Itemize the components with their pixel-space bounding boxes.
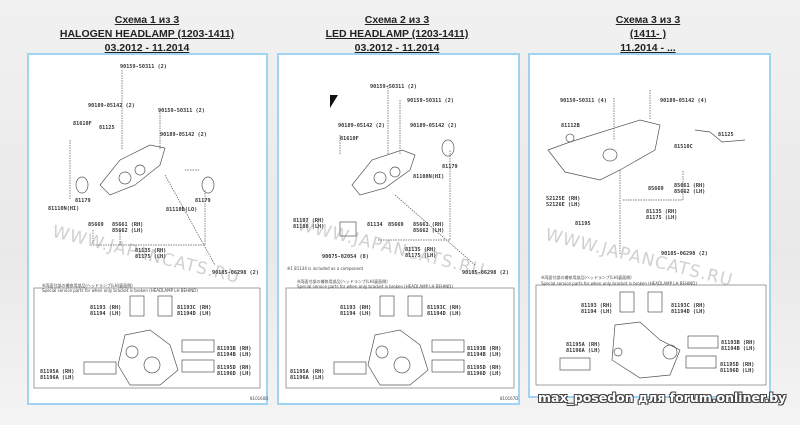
part-number-label: 81193 (RH) 81194 (LH)	[340, 305, 372, 317]
part-number-label: 81610F	[340, 136, 359, 142]
bracket-drawing-2	[367, 329, 429, 386]
part-number-label: 81107 (RH) 81108 (LH)	[293, 218, 325, 230]
credit-watermark: max_posedon для forum.onliner.by	[538, 390, 787, 405]
part-number-label: 85669	[388, 222, 404, 228]
part-number-label: 81125	[99, 125, 115, 131]
scheme-1-diagram[interactable]	[27, 53, 268, 405]
diagram-note: Special service parts for when only brac…	[297, 284, 453, 289]
part-number-label: 81193 (RH) 81194 (LH)	[90, 305, 122, 317]
part-number-label: 90159-50311 (2)	[158, 108, 205, 114]
headlamp-drawing-2	[351, 149, 416, 196]
part-number-label: 81195D (RH) 81196D (LH)	[467, 365, 502, 377]
scheme-2-heading[interactable]: Схема 2 из 3	[364, 14, 430, 26]
part-number-label: 90159-50311 (2)	[407, 98, 454, 104]
part-number-label: 85661 (RH) 85662 (LH)	[413, 222, 445, 234]
part-number-label: 81135 (RH) 81175 (LH)	[646, 209, 678, 221]
mouse-cursor-icon	[330, 95, 338, 108]
part-number-label: 81510C	[674, 144, 693, 150]
part-number-label: 81195A (RH) 81196A (LH)	[290, 369, 325, 381]
diagram-note: 810167D	[500, 396, 519, 401]
scheme-2-period[interactable]: 03.2012 - 11.2014	[354, 42, 440, 54]
part-number-label: 90159-50311 (2)	[120, 64, 167, 70]
headlamp-drawing-1	[99, 144, 166, 196]
scheme-2-diagram[interactable]	[277, 53, 520, 405]
scheme-2-title[interactable]: LED HEADLAMP (1203-1411)	[325, 28, 469, 40]
scheme-1-header[interactable]: Схема 1 из 3 HALOGEN HEADLAMP (1203-1411…	[27, 13, 267, 55]
part-number-label: 52125E (RH) 52126E (LH)	[546, 196, 581, 208]
part-number-label: 90189-05142 (2)	[338, 123, 385, 129]
bracket-drawing-1	[117, 329, 179, 386]
part-number-label: 81193C (RH) 81194D (LH)	[177, 305, 212, 317]
part-number-label: 81110D(LO)	[166, 207, 198, 213]
part-number-label: 81135 (RH) 81175 (LH)	[405, 247, 437, 259]
part-number-label: 81179	[442, 164, 458, 170]
diagram-note: 810160D	[250, 396, 269, 401]
part-number-label: 81110N(HI)	[48, 206, 80, 212]
part-number-label: 81193B (RH) 81194B (LH)	[467, 346, 502, 358]
scheme-1-title[interactable]: HALOGEN HEADLAMP (1203-1411)	[59, 28, 235, 40]
part-number-label: 81112B	[561, 123, 580, 129]
bracket-drawing-3	[611, 321, 681, 379]
part-number-label: 81195D (RH) 81196D (LH)	[217, 365, 252, 377]
diagram-note: ※両面付部の補修用部品(ヘッドランプ(LH)裏面側)	[42, 283, 133, 288]
diagram-note: Special service parts for when only brac…	[42, 288, 198, 293]
scheme-3-header[interactable]: Схема 3 из 3 (1411- ) 11.2014 - ...	[528, 13, 768, 55]
part-number-label: 90189-05142 (2)	[160, 132, 207, 138]
headlamp-drawing-3	[547, 119, 661, 181]
part-number-label: 81193C (RH) 81194D (LH)	[427, 305, 462, 317]
scheme-1-period[interactable]: 03.2012 - 11.2014	[104, 42, 190, 54]
part-number-label: 81193C (RH) 81194D (LH)	[671, 303, 706, 315]
part-number-label: 90159-50311 (2)	[370, 84, 417, 90]
diagram-note: ※両面付部の補修用部品(ヘッドランプ(LH)裏面側)	[541, 275, 632, 280]
scheme-2-header[interactable]: Схема 2 из 3 LED HEADLAMP (1203-1411) 03…	[277, 13, 517, 55]
part-number-label: 81179	[195, 198, 211, 204]
diagram-note: ※1 81134 is included as a component	[287, 266, 364, 271]
part-number-label: 90105-06298 (2)	[462, 270, 509, 276]
part-number-label: 81610F	[73, 121, 92, 127]
scheme-3-period[interactable]: 11.2014 - ...	[620, 42, 676, 54]
scheme-3-diagram[interactable]	[528, 53, 771, 398]
part-number-label: 85669	[88, 222, 104, 228]
part-number-label: 81195D (RH) 81196D (LH)	[720, 362, 755, 374]
part-number-label: 81195A (RH) 81196A (LH)	[40, 369, 75, 381]
part-number-label: 90075-02054 (8)	[322, 254, 369, 260]
part-number-label: 90159-50311 (4)	[560, 98, 607, 104]
scheme-3-title[interactable]: (1411- )	[629, 28, 667, 40]
part-number-label: 85669	[648, 186, 664, 192]
part-number-label: 81179	[75, 198, 91, 204]
part-number-label: 81193B (RH) 81194B (LH)	[217, 346, 252, 358]
part-number-label: 81195	[575, 221, 591, 227]
part-number-label: 85661 (RH) 85662 (LH)	[112, 222, 144, 234]
part-number-label: 81195A (RH) 81196A (LH)	[566, 342, 601, 354]
scheme-3-heading[interactable]: Схема 3 из 3	[615, 14, 681, 26]
part-number-label: 90189-05142 (2)	[88, 103, 135, 109]
part-number-label: 81134	[367, 222, 383, 228]
part-number-label: 90189-05142 (4)	[660, 98, 707, 104]
part-number-label: 81135 (RH) 81175 (LH)	[135, 248, 167, 260]
diagram-note: Special service parts for when only brac…	[541, 281, 697, 286]
scheme-1-heading[interactable]: Схема 1 из 3	[114, 14, 180, 26]
part-number-label: 81125	[718, 132, 734, 138]
part-number-label: 90189-05142 (2)	[410, 123, 457, 129]
part-number-label: 81193B (RH) 81194B (LH)	[721, 340, 756, 352]
part-number-label: 81193 (RH) 81194 (LH)	[581, 303, 613, 315]
part-number-label: 85661 (RH) 85662 (LH)	[674, 183, 706, 195]
part-number-label: 90105-06298 (2)	[212, 270, 259, 276]
diagram-note: ※両面付部の補修用部品(ヘッドランプ(LH)裏面側)	[297, 279, 388, 284]
part-number-label: 81108N(HI)	[413, 174, 445, 180]
part-number-label: 90105-06298 (2)	[661, 251, 708, 257]
